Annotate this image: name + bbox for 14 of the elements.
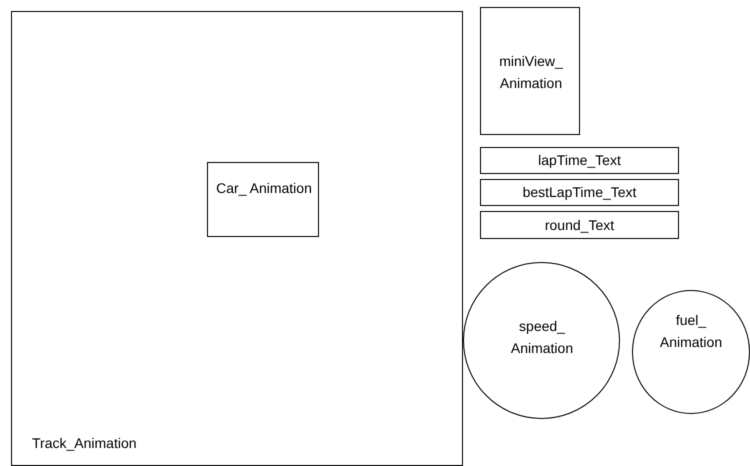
text-field-box [480,211,679,239]
track-area-box [11,11,463,466]
node-label: round_Text [544,216,616,235]
node-label: Car_ Animation [215,179,313,198]
node-label: fuel_ Animation [658,311,724,352]
mini-view-box [480,7,580,135]
node-label: Track_Animation [32,434,138,453]
text-field-box [480,179,679,206]
text-field-box [480,147,679,174]
node-label: speed_ Animation [510,317,574,358]
node-label: bestLapTime_Text [522,183,638,202]
car-box [207,162,319,237]
node-label: miniView_ Animation [498,52,564,93]
node-label: lapTime_Text [537,151,622,170]
